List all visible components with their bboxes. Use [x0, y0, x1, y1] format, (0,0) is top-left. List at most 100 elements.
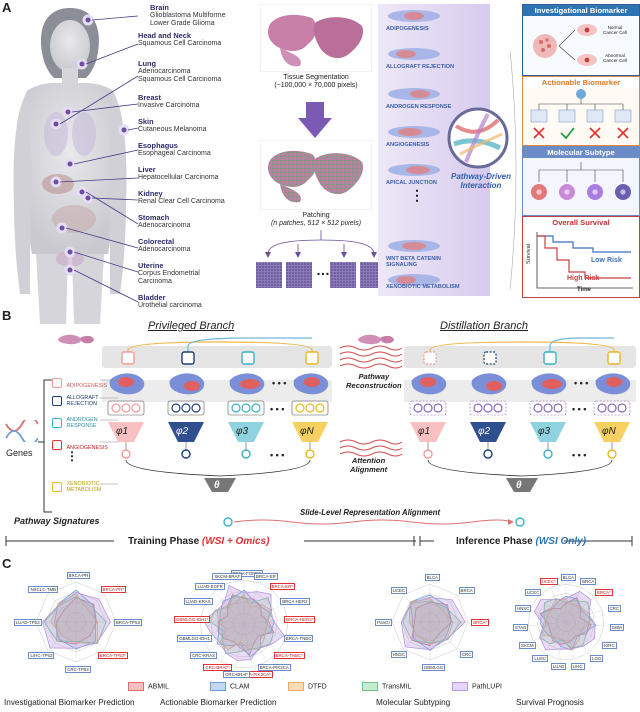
radar-axis-label: BLCA — [560, 574, 577, 581]
phi-1-label: φ1 — [116, 426, 129, 437]
attention-alignment-label: Attention Alignment — [350, 456, 387, 474]
radar-spoke — [47, 621, 77, 651]
radar-series-transmil — [538, 598, 591, 649]
radar-spoke — [528, 621, 567, 627]
interaction-line1: Pathway-Driven — [450, 172, 512, 181]
phi-2-distill-label: φ2 — [478, 426, 491, 437]
radar-spoke — [214, 591, 245, 625]
radar-spoke — [529, 610, 567, 623]
distillation-band-mid — [404, 380, 636, 402]
signature-1-box — [52, 377, 62, 388]
radar-series-transmil — [402, 600, 462, 644]
privileged-branch-diagram — [107, 337, 329, 492]
privileged-branch-title: Privileged Branch — [148, 320, 235, 332]
human-body-illustration — [13, 8, 139, 324]
signature-5-box — [52, 481, 62, 492]
radar-axis-label: BRCA-HER2 — [280, 598, 310, 606]
organ-esophagus-sub: Esophageal Carcinoma — [138, 150, 211, 157]
signature-4: ANGIOGENESIS — [52, 436, 108, 454]
signature-3-box — [52, 417, 62, 428]
organ-liver: Liver Hepatocellular Carcinoma — [138, 166, 219, 182]
organ-liver-sub: Hepatocellular Carcinoma — [138, 174, 219, 181]
tissue-seg-title: Tissue Segmentation — [283, 74, 349, 81]
legend-clam: CLAM — [210, 682, 249, 691]
radar-axis-label: BRCA-PIK3CA — [257, 664, 291, 672]
tissue-segmentation-caption: Tissue Segmentation (~100,000 × 70,000 p… — [260, 74, 372, 90]
radar-spoke — [243, 623, 280, 651]
molecular-subtype-title: Molecular Subtype — [523, 147, 639, 158]
km-curve-plot — [536, 232, 633, 289]
legend-abmil: ABMIL — [128, 682, 169, 691]
organ-liver-name: Liver — [138, 165, 156, 174]
legend-abmil-label: ABMIL — [148, 683, 170, 691]
legend-transmil-swatch — [362, 682, 378, 691]
signature-1: ADIPOGENESIS — [52, 374, 107, 392]
signature-vdots: ⋮ — [66, 449, 78, 463]
organ-esophagus-name: Esophagus — [138, 141, 178, 150]
organ-lung-name: Lung — [138, 59, 157, 68]
radar-axis-label: SKCM — [519, 641, 536, 649]
radar-axis-label: BRCA-PR* — [100, 585, 127, 593]
organ-skin-name: Skin — [138, 117, 154, 126]
organ-bladder-sub: Urothelial carcinoma — [138, 302, 202, 309]
pathway-label-2: ALLOGRAFT REJECTION — [386, 64, 455, 70]
phi-1-distill-label: φ1 — [418, 426, 431, 437]
panel-a-letter: A — [2, 0, 12, 15]
radar-axis-label: GBMLGG-IDH1 — [177, 634, 212, 642]
organ-brain: Brain Glioblastoma Multiforme Lower Grad… — [150, 4, 225, 28]
legend-clam-label: CLAM — [230, 683, 250, 691]
radar-axis-label: CRC-KRAS — [190, 651, 218, 659]
inference-phase-modality: (WSI Only) — [535, 536, 587, 547]
organ-lung-sub1: Adenocarcinoma — [138, 68, 191, 75]
radar-axis-label: HNSC — [514, 605, 532, 613]
radar-axis-label: NSCLC-TMB — [28, 585, 59, 593]
radar-spoke — [243, 623, 268, 662]
radar-series-pathlupi — [42, 592, 111, 649]
organ-colorectal-name: Colorectal — [138, 237, 175, 246]
interaction-line2: Interaction — [460, 181, 502, 190]
radar-axis-label: LUSC — [532, 655, 549, 663]
radar-axis-label: BLCA — [424, 574, 441, 581]
radar-spoke — [75, 621, 105, 651]
normal-label-2: Cancer Cell — [603, 30, 627, 35]
panel-c-letter: C — [2, 556, 12, 571]
radar-series-transmil — [43, 596, 107, 644]
organ-brain-name: Brain — [150, 3, 169, 12]
radar-axis-label: LUAD-EGFR — [195, 583, 225, 591]
legend-clam-swatch — [210, 682, 226, 691]
organ-colorectal: Colorectal Adenocarcinoma — [138, 238, 191, 254]
radar-axis-label: PanGI — [375, 619, 392, 626]
organ-esophagus: Esophagus Esophageal Carcinoma — [138, 142, 211, 158]
radar-spoke — [565, 610, 603, 623]
training-phase-text: Training Phase — [128, 536, 200, 547]
radar-axis-label: GBMLGG-IDH1* — [174, 616, 211, 624]
radar-series-pathlupi — [202, 584, 285, 661]
investigational-biomarker-title: Investigational Biomarker — [523, 5, 639, 16]
distillation-branch-title: Distillation Branch — [440, 320, 529, 332]
organ-head-neck-sub: Squamous Cell Carcinoma — [138, 40, 222, 47]
normal-label-1: Normal — [607, 25, 623, 30]
radar-spoke — [565, 621, 604, 627]
phase-divider-line — [5, 536, 633, 546]
inference-phase-label: Inference Phase (WSI Only) — [456, 536, 586, 547]
radar-spoke — [402, 594, 431, 623]
distillation-wsi-thumb — [358, 334, 394, 345]
actionable-biomarker-box: Actionable Biomarker — [522, 76, 640, 146]
wsi-tissue-image — [260, 4, 372, 72]
radar-axis-label: LGG — [590, 655, 604, 663]
legend-pathlupi-swatch — [452, 682, 468, 691]
organ-colorectal-sub: Adenocarcinoma — [138, 246, 191, 253]
radar-axis-label: LIHC — [570, 663, 585, 671]
organ-breast-sub: Invasive Carcinoma — [138, 102, 200, 109]
privileged-band-top — [102, 346, 332, 368]
pathway-label-5: APICAL JUNCTION — [386, 180, 437, 186]
radar-grid-ring — [210, 590, 278, 657]
task-title-investigational: Investigational Biomarker Prediction — [4, 698, 135, 707]
radar-axis-label: LUAD — [550, 663, 567, 671]
organ-stomach: Stomach Adenocarcinoma — [138, 214, 191, 230]
radar-axis-label: CRC-BRAF — [223, 671, 250, 679]
radar-axis-label: UCEC — [390, 587, 408, 595]
radar-series-clam — [54, 589, 97, 650]
radar-spoke — [227, 582, 245, 625]
